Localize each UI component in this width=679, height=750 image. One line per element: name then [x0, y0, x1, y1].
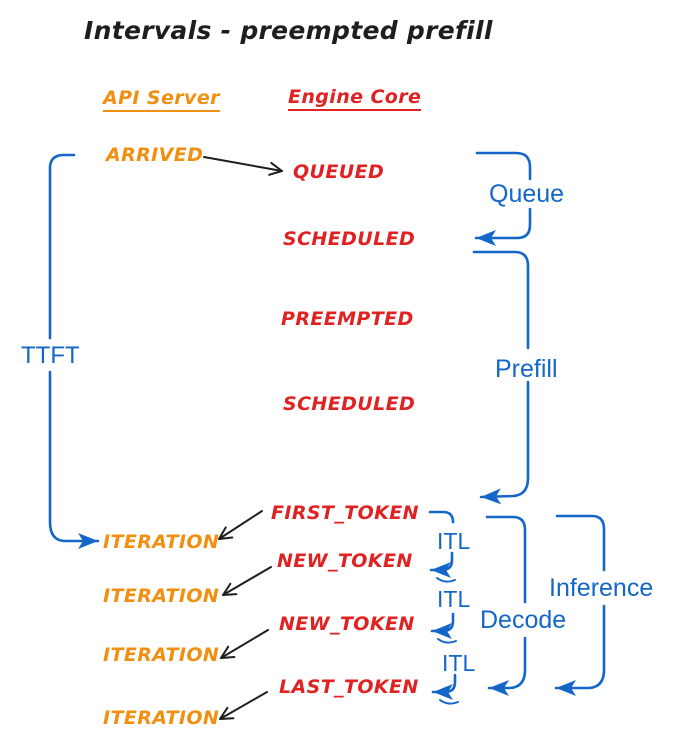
prefill-bracket-top [472, 250, 530, 350]
event-last-token: LAST_TOKEN [279, 676, 419, 698]
event-iteration-4: ITERATION [103, 707, 220, 729]
queue-bracket-arrow [474, 207, 532, 246]
itl-arrow-3-tail [439, 699, 459, 705]
itl-arrow-1-tail [436, 577, 456, 583]
interval-label-itl-2: ITL [437, 586, 471, 612]
event-iteration-3: ITERATION [103, 644, 220, 666]
event-iteration-2: ITERATION [103, 585, 220, 607]
interval-label-itl-3: ITL [442, 650, 476, 676]
new-token-2-to-iteration-arrow [220, 629, 269, 659]
event-scheduled-2: SCHEDULED [283, 393, 416, 415]
new-token-1-to-iteration-arrow [222, 566, 272, 596]
first-token-to-iteration-arrow [218, 510, 263, 540]
event-new-token-2: NEW_TOKEN [279, 613, 415, 635]
interval-label-queue: Queue [489, 180, 565, 208]
event-new-token-1: NEW_TOKEN [277, 550, 413, 572]
event-arrived: ARRIVED [106, 144, 204, 166]
interval-label-itl-1: ITL [437, 528, 471, 554]
interval-label-inference: Inference [549, 574, 654, 602]
prefill-bracket-arrow [479, 380, 530, 505]
column-header-engine-core: Engine Core [288, 86, 422, 111]
decode-bracket-top [485, 515, 527, 604]
queue-bracket-top [475, 151, 532, 181]
interval-label-prefill: Prefill [495, 355, 558, 383]
event-first-token: FIRST_TOKEN [271, 502, 419, 524]
decode-bracket-arrow [487, 636, 527, 696]
page-title: Intervals - preempted prefill [84, 16, 493, 45]
interval-label-decode: Decode [480, 606, 567, 634]
interval-label-ttft: TTFT [21, 342, 80, 369]
arrived-to-queued-arrow [203, 156, 283, 176]
ttft-bracket-top [48, 153, 76, 340]
event-queued: QUEUED [293, 161, 385, 183]
event-scheduled-1: SCHEDULED [283, 228, 416, 250]
itl-arrow-3 [431, 673, 457, 700]
event-iteration-1: ITERATION [103, 531, 220, 553]
column-header-api-server: API Server [103, 87, 220, 112]
itl-arrow-2-tail [437, 638, 457, 644]
itl-arrow-2 [430, 612, 455, 639]
inference-bracket-top [555, 514, 606, 572]
itl-arrow-1 [429, 551, 454, 578]
event-preempted: PREEMPTED [281, 308, 414, 330]
ttft-bracket-arrow [48, 370, 100, 549]
itl-bracket-top [428, 510, 455, 524]
last-token-to-iteration-arrow [219, 691, 268, 720]
